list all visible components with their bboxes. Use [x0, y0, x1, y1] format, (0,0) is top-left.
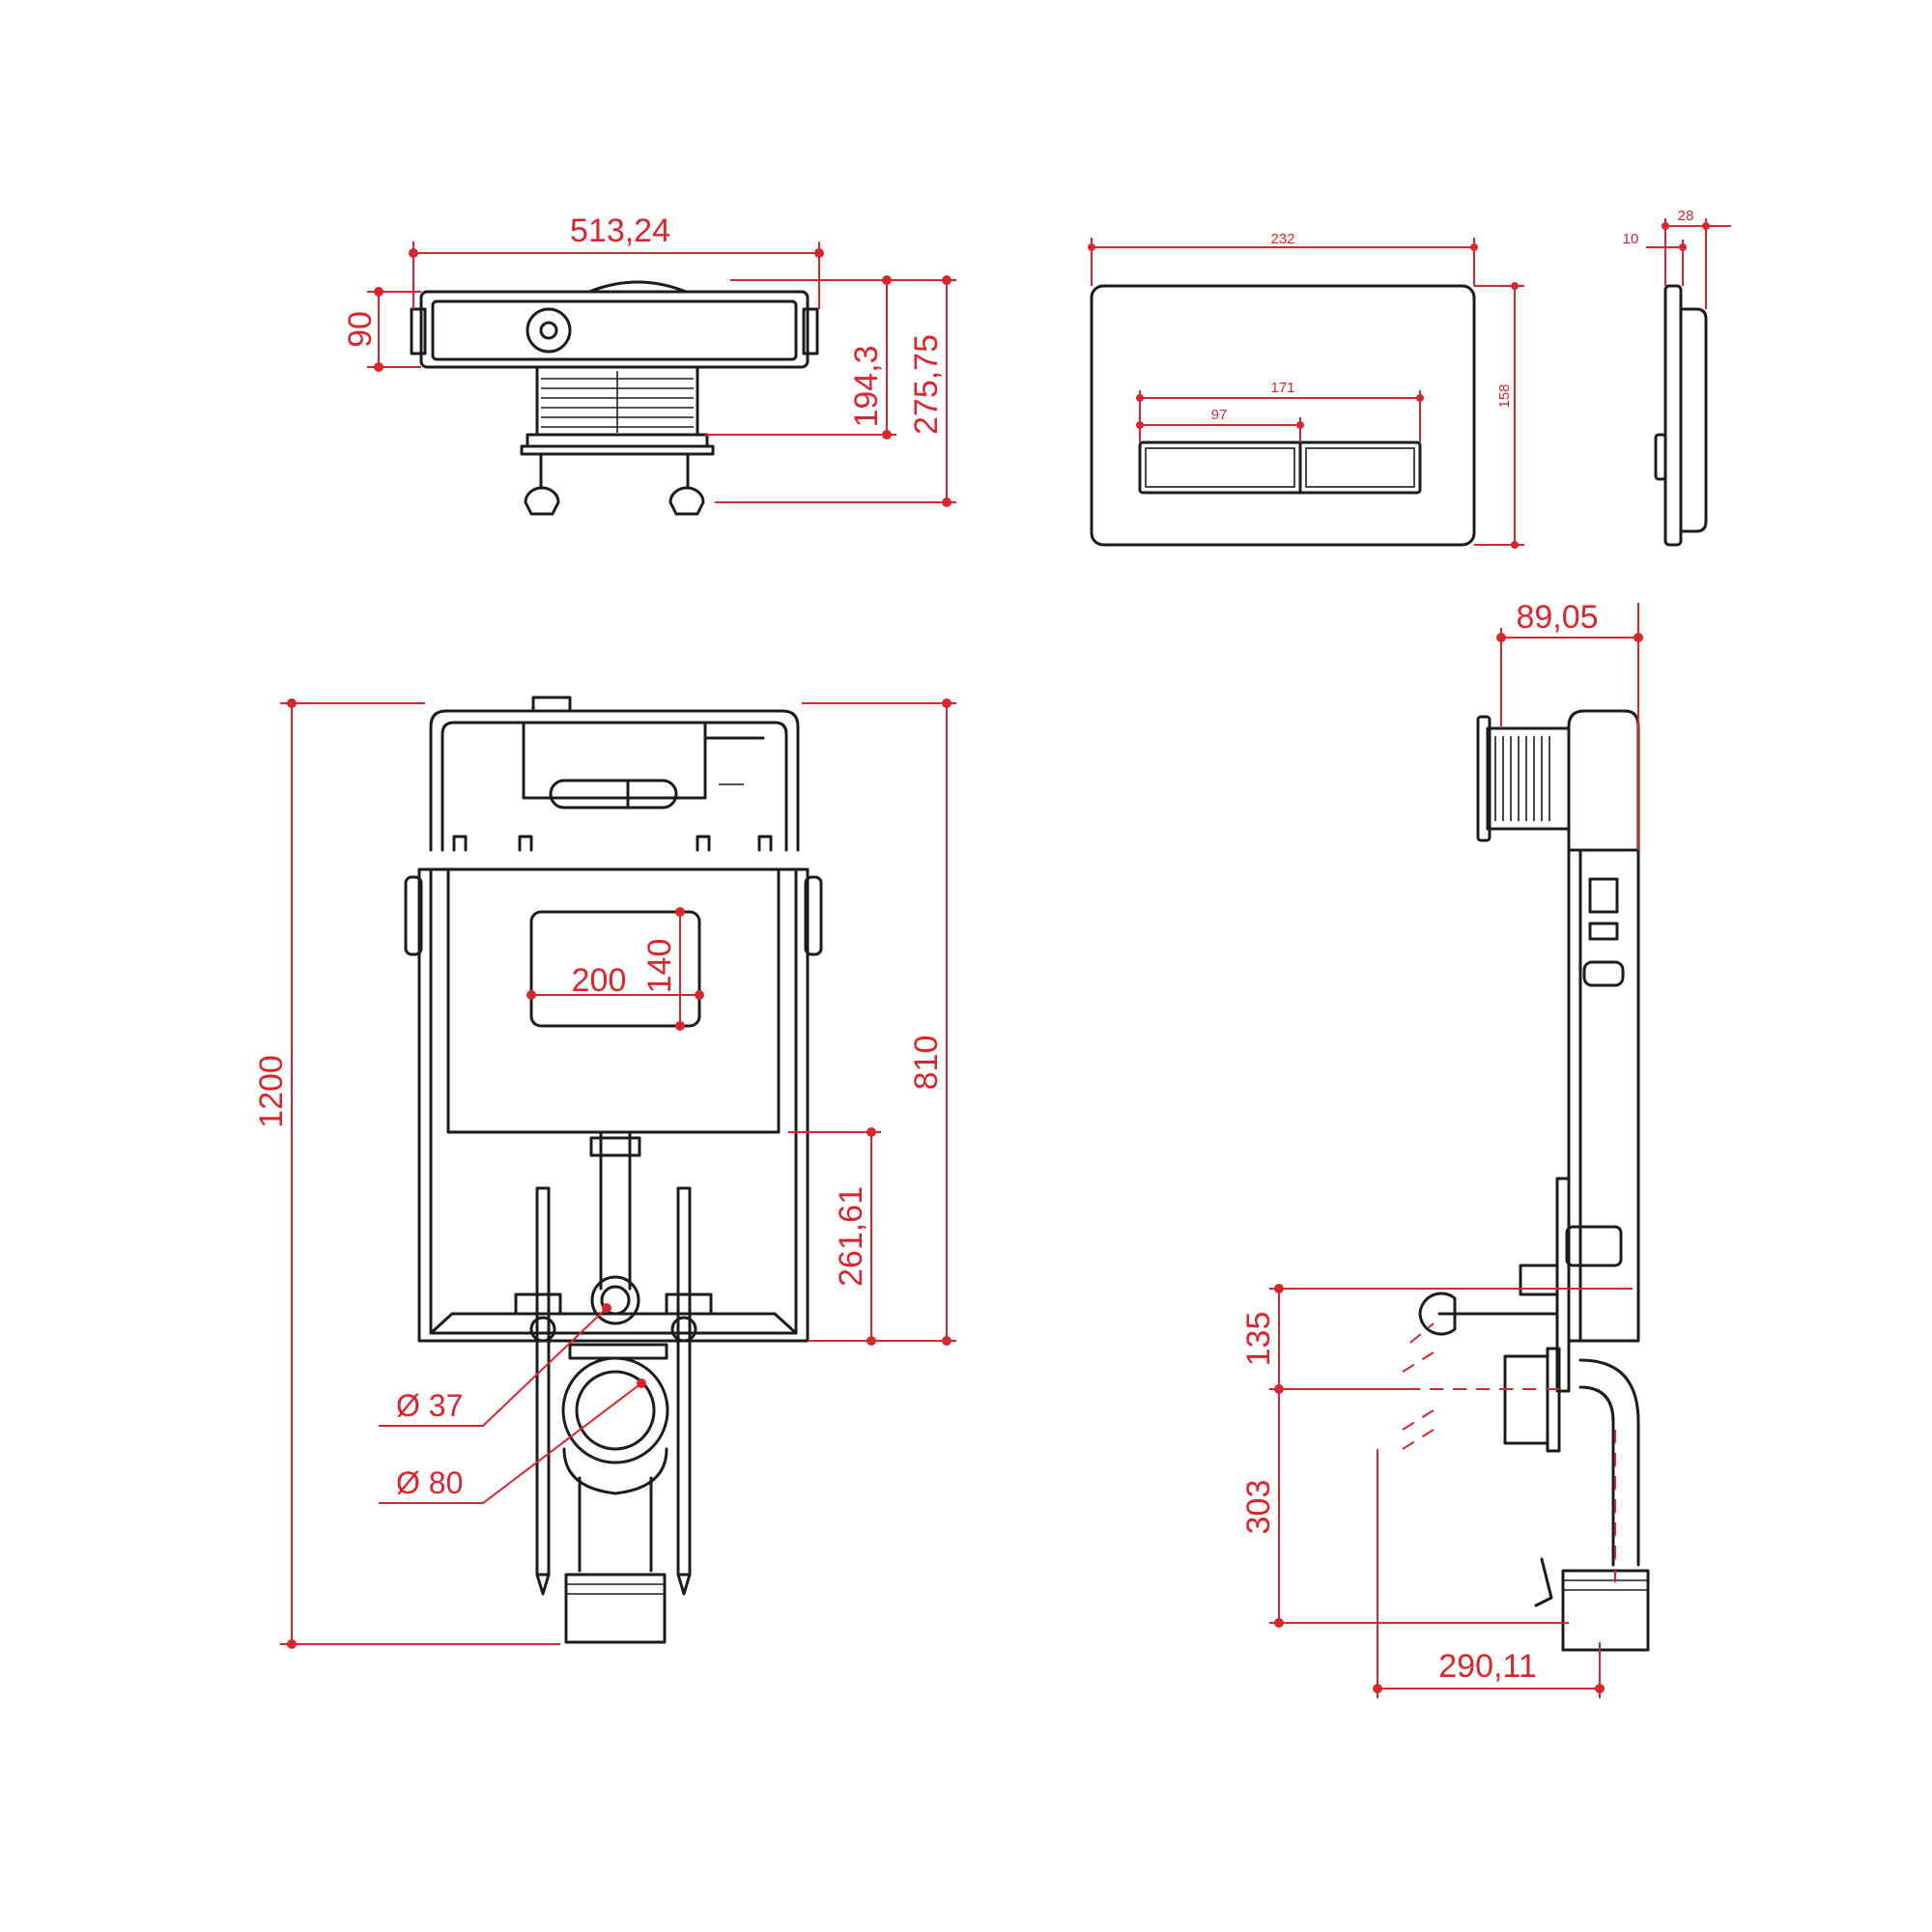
side-view: 89,05 135 303 290,11 [1240, 599, 1650, 1698]
top-feet-depth-label: 194,3 [848, 345, 885, 427]
plate-thickness-label: 10 [1623, 231, 1639, 247]
top-view: 513,24 90 194,3 275,75 [342, 213, 956, 516]
overall-height-label: 1200 [253, 1055, 290, 1128]
water-inlet-diameter-label: Ø 37 [396, 1388, 463, 1423]
frame-height-label: 810 [908, 1036, 945, 1091]
opening-height-label: 140 [641, 939, 678, 994]
bolt-spacing-label: 135 [1240, 1312, 1277, 1367]
top-frame-depth-label: 90 [342, 311, 379, 348]
front-view: 1200 810 200 140 261,61 Ø 37 Ø 80 [253, 696, 956, 1649]
outlet-diameter-label: Ø 80 [396, 1465, 463, 1500]
plate-width-label: 232 [1270, 231, 1294, 247]
top-total-depth-label: 275,75 [908, 334, 945, 435]
button-plate-front-view: 232 158 171 97 [1088, 231, 1524, 549]
plate-height-label: 158 [1496, 384, 1513, 408]
outlet-distance-label: 290,11 [1438, 1648, 1536, 1685]
button-plate-side-view: 10 28 [1623, 208, 1731, 547]
flush-depth-label: 89,05 [1516, 599, 1598, 636]
small-button-width-label: 97 [1211, 407, 1228, 423]
plate-depth-label: 28 [1678, 208, 1694, 224]
lower-section-label: 261,61 [833, 1186, 869, 1287]
buttons-width-label: 171 [1270, 380, 1294, 396]
opening-width-label: 200 [572, 962, 627, 999]
top-width-label: 513,24 [570, 213, 670, 249]
outlet-height-label: 303 [1240, 1480, 1277, 1535]
